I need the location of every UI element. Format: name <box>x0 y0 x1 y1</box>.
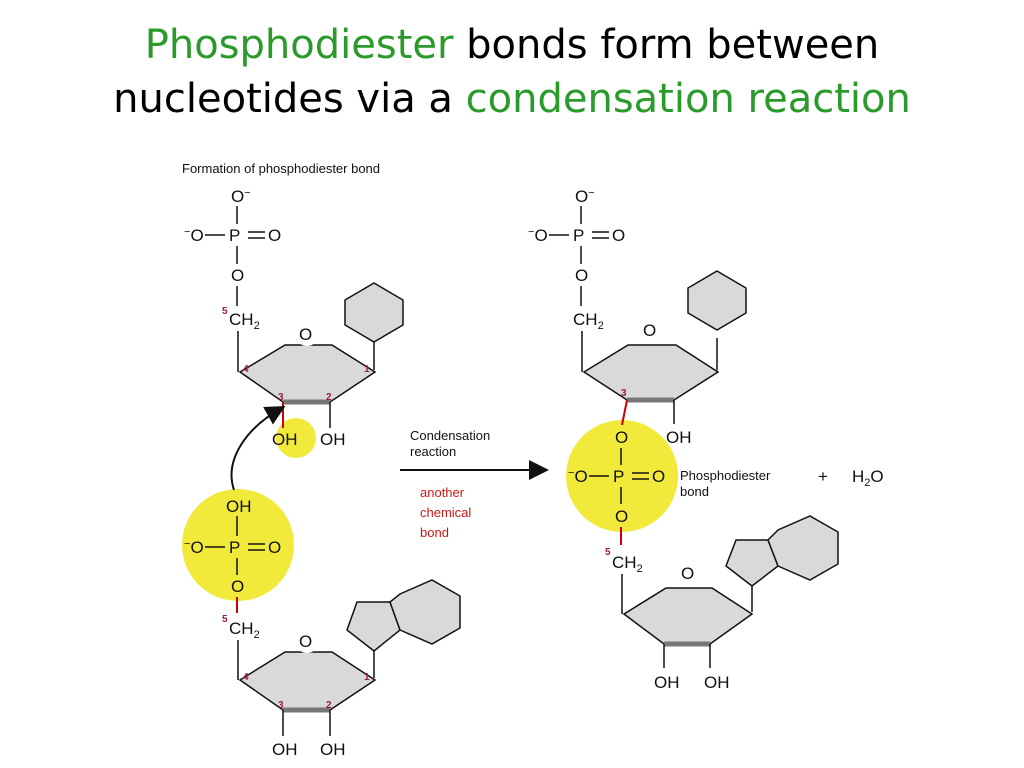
svg-text:4: 4 <box>243 672 249 683</box>
curved-arrow <box>230 406 286 491</box>
arrow-label-line2: reaction <box>410 444 456 459</box>
title-line-1: Phosphodiester bonds form between <box>0 18 1024 72</box>
slide-title: Phosphodiester bonds form between nucleo… <box>0 18 1024 126</box>
svg-text:OH: OH <box>704 673 730 692</box>
svg-text:O: O <box>575 266 588 285</box>
title-term-condensation: condensation reaction <box>465 76 911 122</box>
svg-text:O: O <box>615 507 628 526</box>
svg-text:O−: O− <box>231 187 251 206</box>
svg-text:OH: OH <box>272 740 298 759</box>
svg-text:OH: OH <box>272 430 298 449</box>
svg-text:OH: OH <box>666 428 692 447</box>
phosphate-highlight-right <box>566 420 678 532</box>
figure-heading: Formation of phosphodiester bond <box>182 161 380 176</box>
svg-text:5: 5 <box>222 306 228 317</box>
title-term-phosphodiester: Phosphodiester <box>144 22 454 68</box>
oh-highlight <box>276 418 316 458</box>
svg-text:P: P <box>229 538 240 557</box>
svg-text:OH: OH <box>654 673 680 692</box>
title-line-2-text: nucleotides via a <box>113 76 466 122</box>
svg-text:O: O <box>643 321 656 340</box>
svg-text:3: 3 <box>278 700 284 711</box>
svg-text:O: O <box>231 266 244 285</box>
plus-sign: + <box>818 467 828 486</box>
svg-text:O: O <box>299 632 312 651</box>
svg-text:OH: OH <box>320 430 346 449</box>
svg-text:−O: −O <box>184 538 204 557</box>
svg-text:CH2: CH2 <box>573 310 604 332</box>
reaction-arrow-group: Condensation reaction another chemical b… <box>400 428 549 540</box>
svg-text:O: O <box>299 325 312 344</box>
note-line3: bond <box>420 525 449 540</box>
svg-text:O: O <box>652 467 665 486</box>
svg-text:O: O <box>268 538 281 557</box>
svg-text:2: 2 <box>326 392 332 403</box>
title-line-2: nucleotides via a condensation reaction <box>0 72 1024 126</box>
arrow-label-line1: Condensation <box>410 428 490 443</box>
left-top-nucleotide: O− −O P O O 5 CH2 O 4 1 3 2 OH OH <box>184 187 404 449</box>
svg-text:1: 1 <box>364 364 370 375</box>
svg-text:CH2: CH2 <box>229 310 260 332</box>
svg-text:O: O <box>612 226 625 245</box>
title-line-1-text: bonds form between <box>453 22 880 68</box>
svg-text:3: 3 <box>621 388 627 399</box>
svg-text:4: 4 <box>243 364 249 375</box>
water-molecule: H2O <box>852 467 884 489</box>
note-line1: another <box>420 485 465 500</box>
svg-text:O: O <box>231 577 244 596</box>
right-product: O− −O P O O CH2 O 3 OH O −O P O O 5 <box>528 187 839 692</box>
product-label-line1: Phosphodiester <box>680 468 771 483</box>
note-line2: chemical <box>420 505 471 520</box>
svg-text:−O: −O <box>568 467 588 486</box>
svg-text:CH2: CH2 <box>612 553 643 575</box>
svg-text:P: P <box>229 226 240 245</box>
product-label-line2: bond <box>680 484 709 499</box>
svg-text:O: O <box>615 428 628 447</box>
svg-text:O: O <box>268 226 281 245</box>
svg-text:3: 3 <box>278 392 284 403</box>
svg-text:OH: OH <box>226 497 252 516</box>
phosphate-highlight-left <box>182 489 294 601</box>
svg-text:1: 1 <box>364 672 370 683</box>
svg-text:O−: O− <box>575 187 595 206</box>
svg-text:−O: −O <box>184 226 204 245</box>
svg-text:OH: OH <box>320 740 346 759</box>
svg-text:5: 5 <box>605 547 611 558</box>
svg-text:P: P <box>573 226 584 245</box>
left-bottom-nucleotide: OH −O P O O 5 CH2 O 4 1 3 2 OH OH <box>184 497 461 759</box>
svg-text:2: 2 <box>326 700 332 711</box>
svg-text:5: 5 <box>222 614 228 625</box>
svg-text:−O: −O <box>528 226 548 245</box>
svg-text:O: O <box>681 564 694 583</box>
svg-text:CH2: CH2 <box>229 619 260 641</box>
svg-text:P: P <box>613 467 624 486</box>
